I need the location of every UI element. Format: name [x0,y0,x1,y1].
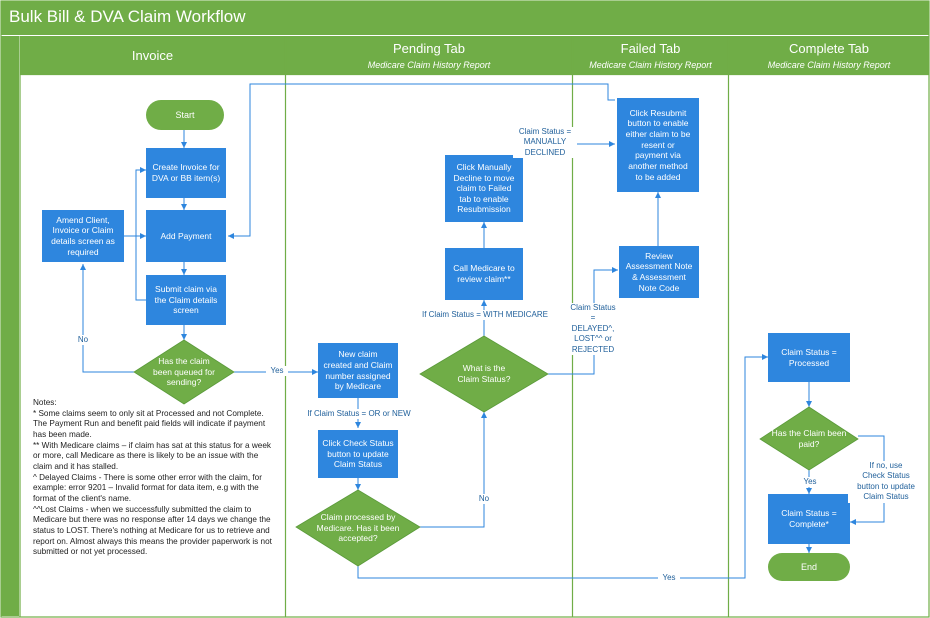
label-delayed-lost: Claim Status = DELAYED^, LOST^^ or REJEC… [563,303,623,355]
notes-block: Notes: * Some claims seem to only sit at… [33,398,278,558]
conn-submit-create [135,167,146,301]
diagram-title: Bulk Bill & DVA Claim Workflow [9,7,246,26]
submit-claim-step: Submit claim via the Claim details scree… [146,275,226,325]
notes-heading: Notes: [33,398,57,407]
whatstatus-decision-label: What is the Claim Status? [457,363,511,384]
note-item: ^^Lost Claims - when we successfully sub… [33,504,272,557]
note-item: * Some claims seem to only sit at Proces… [33,408,266,439]
add-payment-step: Add Payment [146,210,226,262]
label-no-processed: No [476,494,492,505]
resubmit-step: Click Resubmit button to enable either c… [617,98,699,192]
lane-header-complete: Complete Tab Medicare Claim History Repo… [729,36,929,74]
call-medicare-step: Call Medicare to review claim** [445,248,523,300]
conn-yes-processed [357,354,768,579]
decision-queued-diamond [133,339,235,405]
conn-no-amend [80,264,134,373]
amend-client-step: Amend Client, Invoice or Claim details s… [42,210,124,262]
note-item: ** With Medicare claims – if claim has s… [33,440,271,471]
conn-resubmit-add [228,83,615,239]
title-bar: Bulk Bill & DVA Claim Workflow [1,1,929,35]
lane-name: Pending Tab [392,41,466,56]
label-yes-bottom: Yes [658,573,680,584]
lane-header-pending: Pending Tab Medicare Claim History Repor… [286,36,572,74]
label-manually-declined: Claim Status = MANUALLY DECLINED [513,127,577,159]
end-terminator: End [768,553,850,581]
left-swimlane-strip [1,36,19,616]
conn-no-whatstatus [420,412,487,528]
review-note-step: Review Assessment Note & Assessment Note… [619,246,699,298]
lane-name: Invoice [131,48,174,63]
manually-decline-step: Click Manually Decline to move claim to … [445,155,523,222]
decision-paid-diamond [759,406,859,471]
lane-subtitle: Medicare Claim History Report [367,60,491,70]
paid-decision-label: Has the Claim been paid? [771,428,847,449]
label-if-with-medicare: If Claim Status = WITH MEDICARE [414,310,556,321]
label-no-queued: No [75,335,91,346]
start-terminator: Start [146,100,224,130]
label-if-no-check: If no, use Check Status button to update… [848,461,924,503]
lane-name: Failed Tab [620,41,681,56]
decision-whatstatus-diamond [419,335,549,413]
status-processed-step: Claim Status = Processed [768,333,850,382]
label-if-or-new: If Claim Status = OR or NEW [298,409,420,420]
label-yes-paid: Yes [800,477,820,488]
lane-subtitle: Medicare Claim History Report [767,60,891,70]
decision-processed-diamond [295,489,421,567]
create-invoice-step: Create Invoice for DVA or BB item(s) [146,148,226,198]
label-yes-queued: Yes [266,366,288,377]
note-item: ^ Delayed Claims - There is some other e… [33,472,262,503]
new-claim-step: New claim created and Claim number assig… [318,343,398,398]
status-complete-step: Claim Status = Complete* [768,494,850,544]
check-status-step: Click Check Status button to update Clai… [318,430,398,478]
processed-decision-label: Claim processed by Medicare. Has it been… [316,512,400,544]
queued-decision-label: Has the claim been queued for sending? [153,356,215,388]
lane-header-failed: Failed Tab Medicare Claim History Report [573,36,728,74]
lane-subtitle: Medicare Claim History Report [589,60,712,70]
lane-header-invoice: Invoice [20,36,285,74]
lane-name: Complete Tab [789,41,869,56]
